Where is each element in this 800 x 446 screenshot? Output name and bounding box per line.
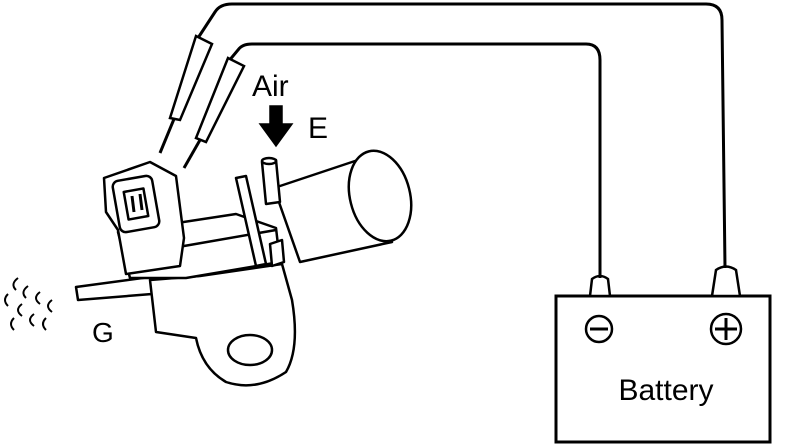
probe-1 — [168, 34, 214, 122]
port-g-label: G — [92, 317, 114, 348]
positive-wire — [196, 2, 727, 269]
vacuum-switching-valve — [74, 149, 413, 387]
mounting-bracket — [148, 262, 297, 387]
probe-2 — [194, 56, 246, 144]
air-flow-arrow — [258, 105, 294, 148]
battery-label: Battery — [618, 374, 713, 407]
battery: Battery — [554, 265, 772, 444]
battery-positive-post — [710, 265, 742, 298]
airflow-puffs — [4, 277, 53, 331]
battery-body — [554, 294, 772, 444]
solenoid-end-cap — [347, 149, 413, 243]
battery-negative-post — [588, 274, 612, 298]
bracket-mounting-hole — [226, 333, 274, 367]
port-e-label: E — [308, 112, 328, 145]
negative-wire — [226, 42, 602, 278]
outlet-pipe-g — [74, 275, 154, 302]
test-probes — [158, 34, 246, 169]
air-label: Air — [252, 70, 289, 103]
air-intake-port-e — [260, 158, 282, 206]
